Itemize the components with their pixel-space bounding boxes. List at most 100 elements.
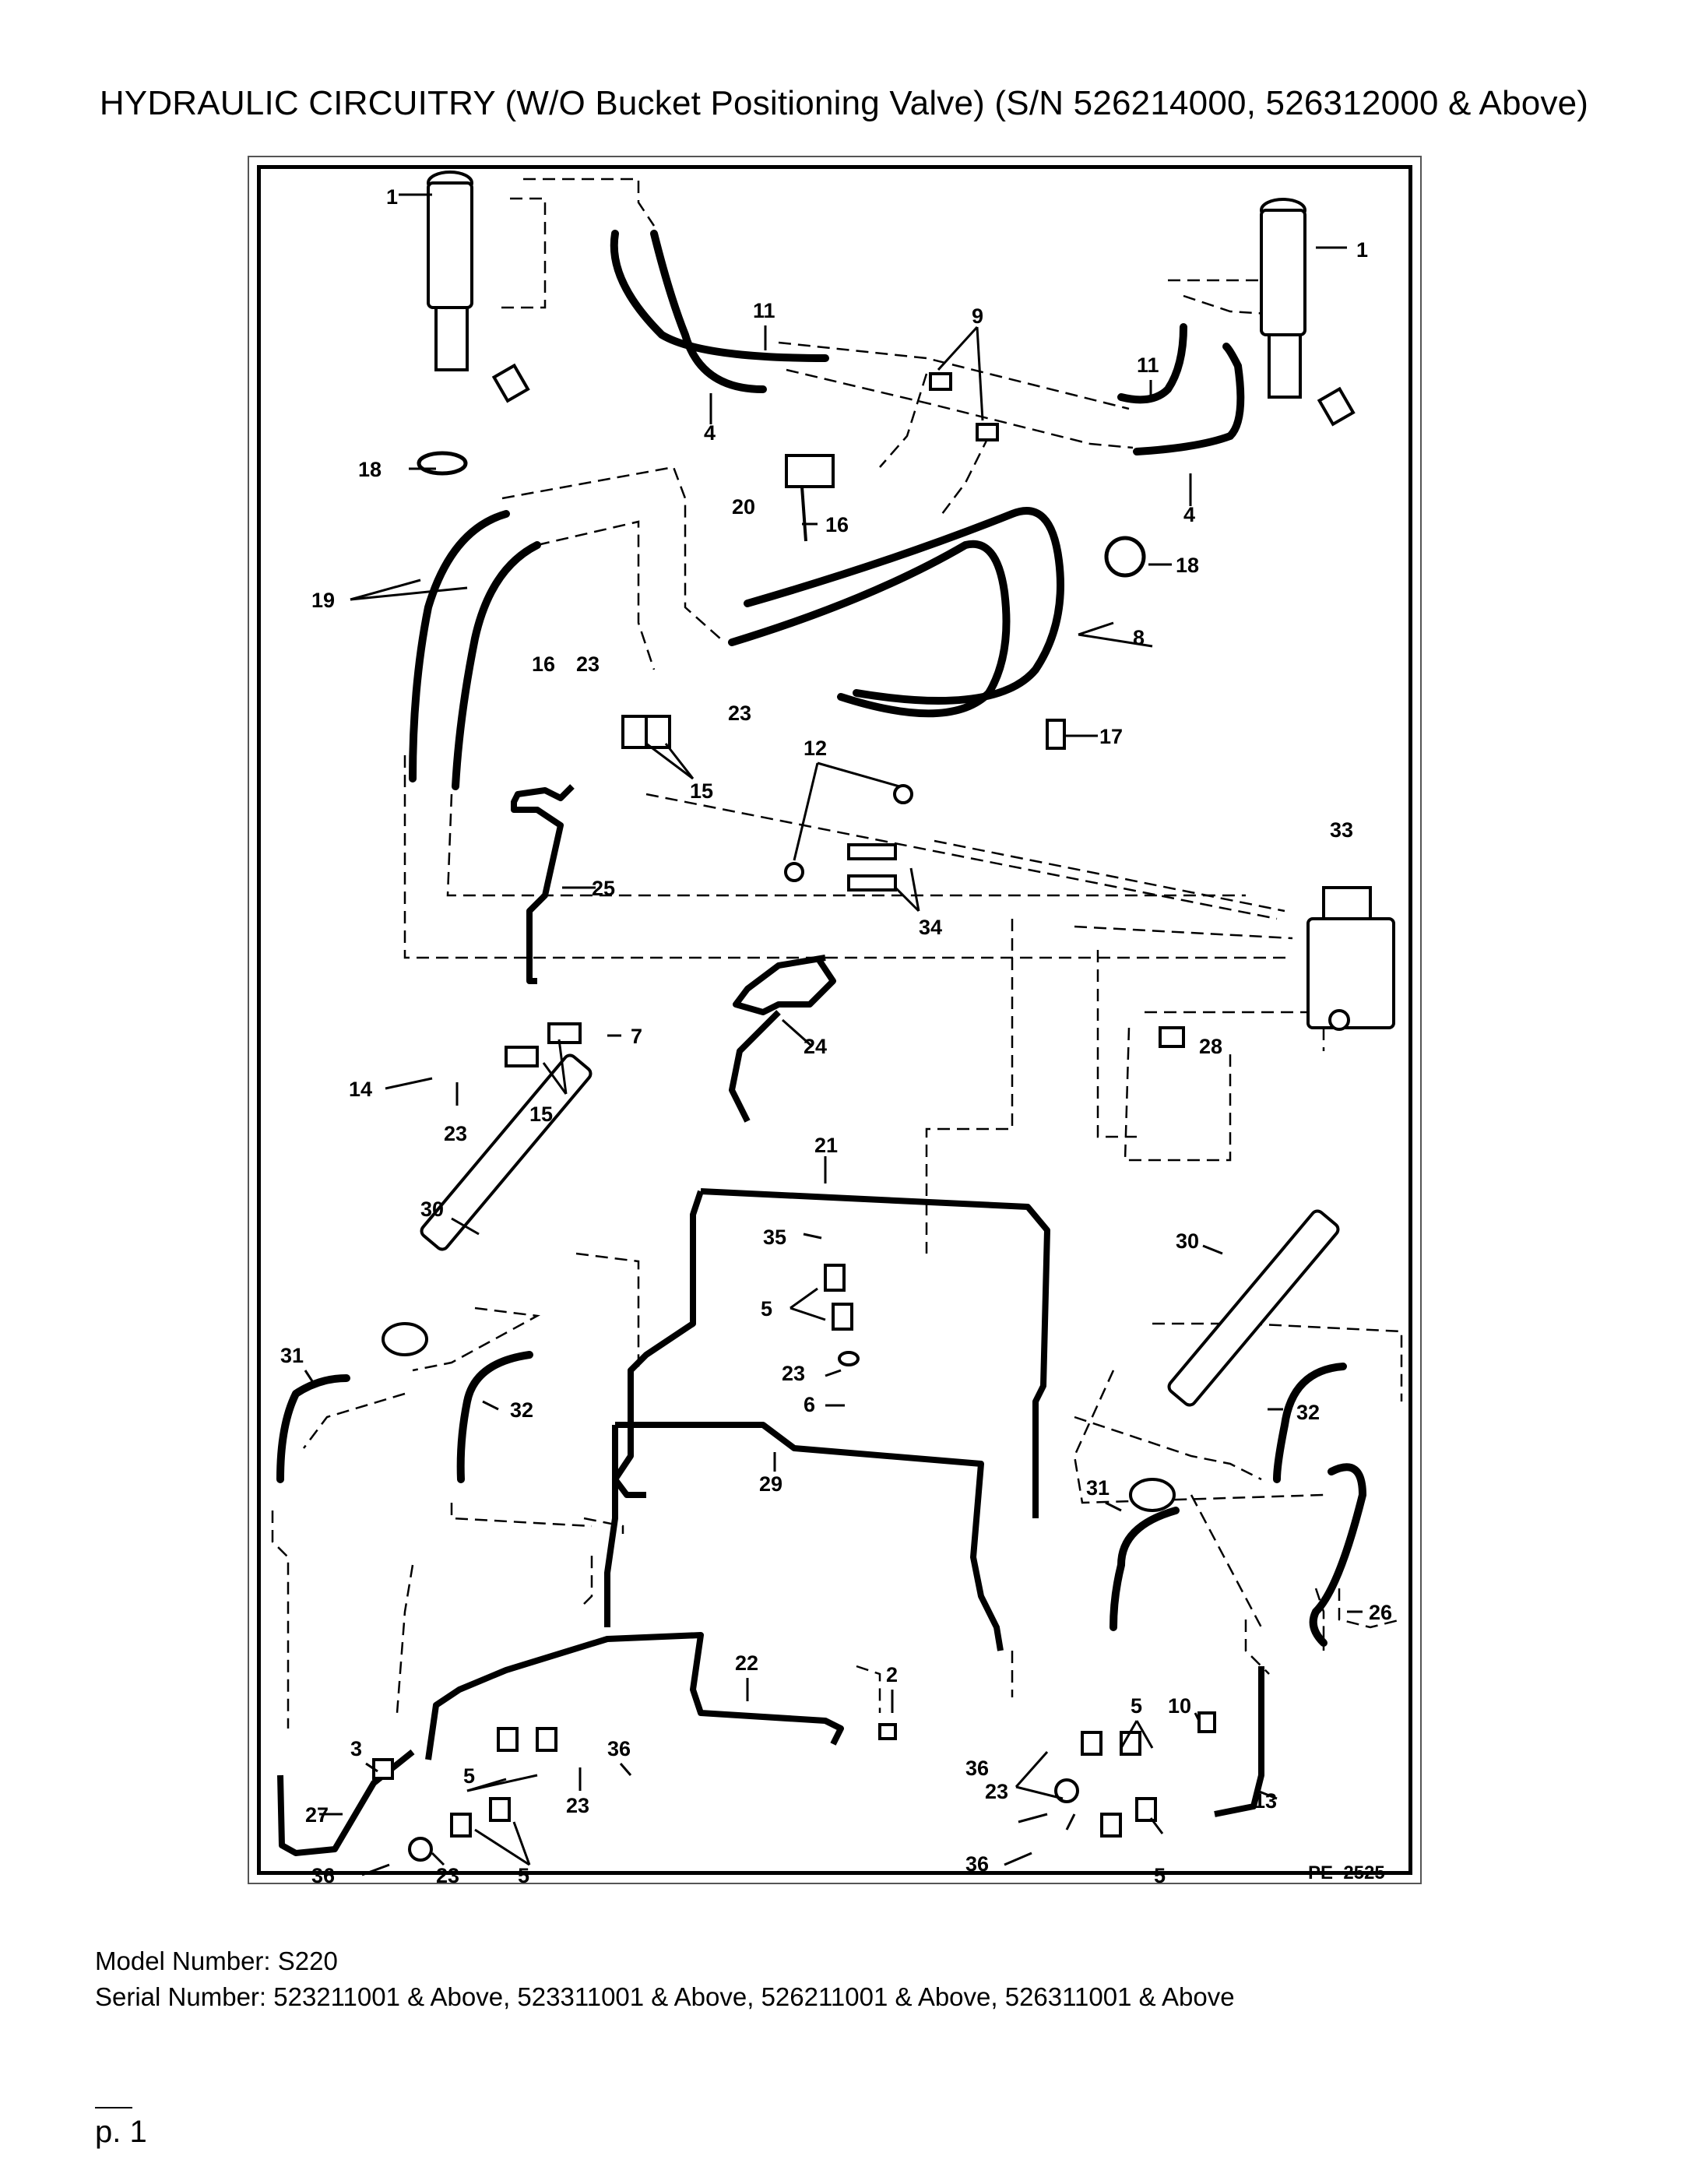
hydraulic-hoses — [276, 230, 1367, 1647]
callout-numbers: 1 1 11 11 9 4 4 18 18 20 16 19 8 17 16 2… — [280, 185, 1392, 1887]
callout-19: 19 — [311, 589, 335, 612]
callout-4-left: 4 — [704, 421, 716, 445]
callout-18-right: 18 — [1176, 554, 1199, 577]
hose-4-right — [1133, 343, 1245, 455]
callout-11-left: 11 — [753, 299, 775, 322]
serial-number: Serial Number: 523211001 & Above, 523311… — [95, 1982, 1235, 2011]
callout-3: 3 — [350, 1737, 362, 1760]
footer-rule — [95, 2107, 132, 2108]
hose-19-b — [452, 541, 541, 790]
callout-10: 10 — [1168, 1694, 1191, 1718]
callout-23-a: 23 — [576, 652, 600, 676]
callout-36-right-top: 36 — [965, 1757, 989, 1780]
parts-diagram-border — [257, 165, 1412, 1875]
callout-1-left: 1 — [386, 185, 398, 209]
callout-36-mid: 36 — [607, 1737, 631, 1760]
callout-22: 22 — [735, 1651, 758, 1675]
hose-8-b — [728, 540, 1011, 718]
hose-31-right — [1110, 1507, 1180, 1631]
callout-11-right: 11 — [1137, 353, 1159, 377]
callout-31-right: 31 — [1086, 1476, 1110, 1500]
tube-21-lower — [612, 1190, 704, 1498]
callout-13: 13 — [1254, 1789, 1277, 1813]
callout-29: 29 — [759, 1472, 782, 1496]
callout-15-top: 15 — [690, 779, 713, 803]
callout-17: 17 — [1099, 725, 1123, 748]
callout-23-f: 23 — [985, 1780, 1008, 1803]
hose-32-right — [1273, 1363, 1347, 1483]
callout-20: 20 — [732, 495, 755, 519]
callout-23-d: 23 — [782, 1362, 805, 1385]
callout-23-b: 23 — [728, 702, 751, 725]
page-number: p. 1 — [95, 2115, 147, 2149]
callout-1-right: 1 — [1356, 238, 1368, 262]
callout-36-right-bottom: 36 — [965, 1852, 989, 1876]
callout-12: 12 — [804, 737, 827, 760]
callout-4-right: 4 — [1183, 503, 1195, 526]
callout-23-e: 23 — [566, 1794, 589, 1817]
callout-leaders — [304, 193, 1363, 1876]
hose-19-a — [409, 510, 510, 783]
hose-26 — [1309, 1463, 1367, 1647]
callout-5-left-top: 5 — [463, 1764, 475, 1788]
callout-9: 9 — [972, 304, 983, 328]
tube-25 — [511, 784, 575, 984]
callout-5-left-bottom: 5 — [518, 1864, 529, 1887]
callout-23-c: 23 — [444, 1122, 467, 1145]
lift-cylinder-right — [1260, 198, 1356, 427]
steel-tubelines — [277, 784, 1264, 1856]
tube-24-lower — [729, 1010, 781, 1123]
callout-15-mid: 15 — [529, 1103, 553, 1126]
hose-8-a — [744, 507, 1064, 705]
tube-24 — [733, 955, 836, 1015]
parts-diagram-frame — [248, 156, 1422, 1884]
callout-5-right-bottom: 5 — [1154, 1864, 1166, 1887]
lift-cylinder-left — [427, 171, 530, 403]
callout-32-right: 32 — [1296, 1401, 1320, 1424]
callout-35: 35 — [763, 1226, 786, 1249]
callout-25: 25 — [592, 877, 615, 900]
callout-5-mid: 5 — [761, 1297, 772, 1321]
o-rings — [417, 451, 1146, 578]
model-number: Model Number: S220 — [95, 1947, 338, 1975]
control-valve — [1306, 886, 1395, 1031]
hose-32-left — [456, 1351, 533, 1483]
callout-23-g: 23 — [436, 1864, 459, 1887]
tilt-cylinder-left — [382, 1053, 593, 1356]
callout-33: 33 — [1330, 818, 1353, 842]
hose-11-right — [1117, 323, 1187, 404]
callout-16-mid: 16 — [532, 652, 555, 676]
page-title: HYDRAULIC CIRCUITRY (W/O Bucket Position… — [99, 84, 1589, 122]
callout-27: 27 — [305, 1803, 329, 1827]
callout-2: 2 — [886, 1663, 898, 1686]
callout-28: 28 — [1199, 1035, 1222, 1058]
hose-31-left-b — [276, 1390, 300, 1483]
figure-id: PE–2525 — [1308, 1862, 1385, 1883]
callout-31-left: 31 — [280, 1344, 304, 1367]
hose-11-left — [610, 230, 829, 362]
tilt-cylinder-right — [1129, 1209, 1340, 1512]
tube-22 — [425, 1632, 844, 1760]
tube-21 — [700, 1188, 1050, 1518]
fittings — [372, 372, 1216, 1862]
callout-36-left-bottom: 36 — [311, 1864, 335, 1887]
tube-29-lower — [604, 1425, 618, 1627]
callout-7: 7 — [631, 1025, 642, 1048]
callout-18-left: 18 — [358, 458, 382, 481]
callout-30-right: 30 — [1176, 1229, 1199, 1253]
callout-5-right-top: 5 — [1131, 1694, 1142, 1718]
callout-21: 21 — [814, 1134, 838, 1157]
callout-32-left: 32 — [510, 1398, 533, 1422]
callout-14: 14 — [349, 1078, 372, 1101]
callout-30-left: 30 — [420, 1198, 444, 1221]
hose-31-left-a — [292, 1374, 350, 1398]
callout-6: 6 — [804, 1393, 815, 1416]
callout-16-top: 16 — [825, 513, 849, 536]
callout-34: 34 — [919, 916, 942, 939]
clamps-and-hardware — [450, 454, 1157, 1838]
callout-8: 8 — [1133, 626, 1145, 649]
hose-4-left — [650, 230, 767, 393]
callout-26: 26 — [1369, 1601, 1392, 1624]
callout-24: 24 — [804, 1035, 827, 1058]
